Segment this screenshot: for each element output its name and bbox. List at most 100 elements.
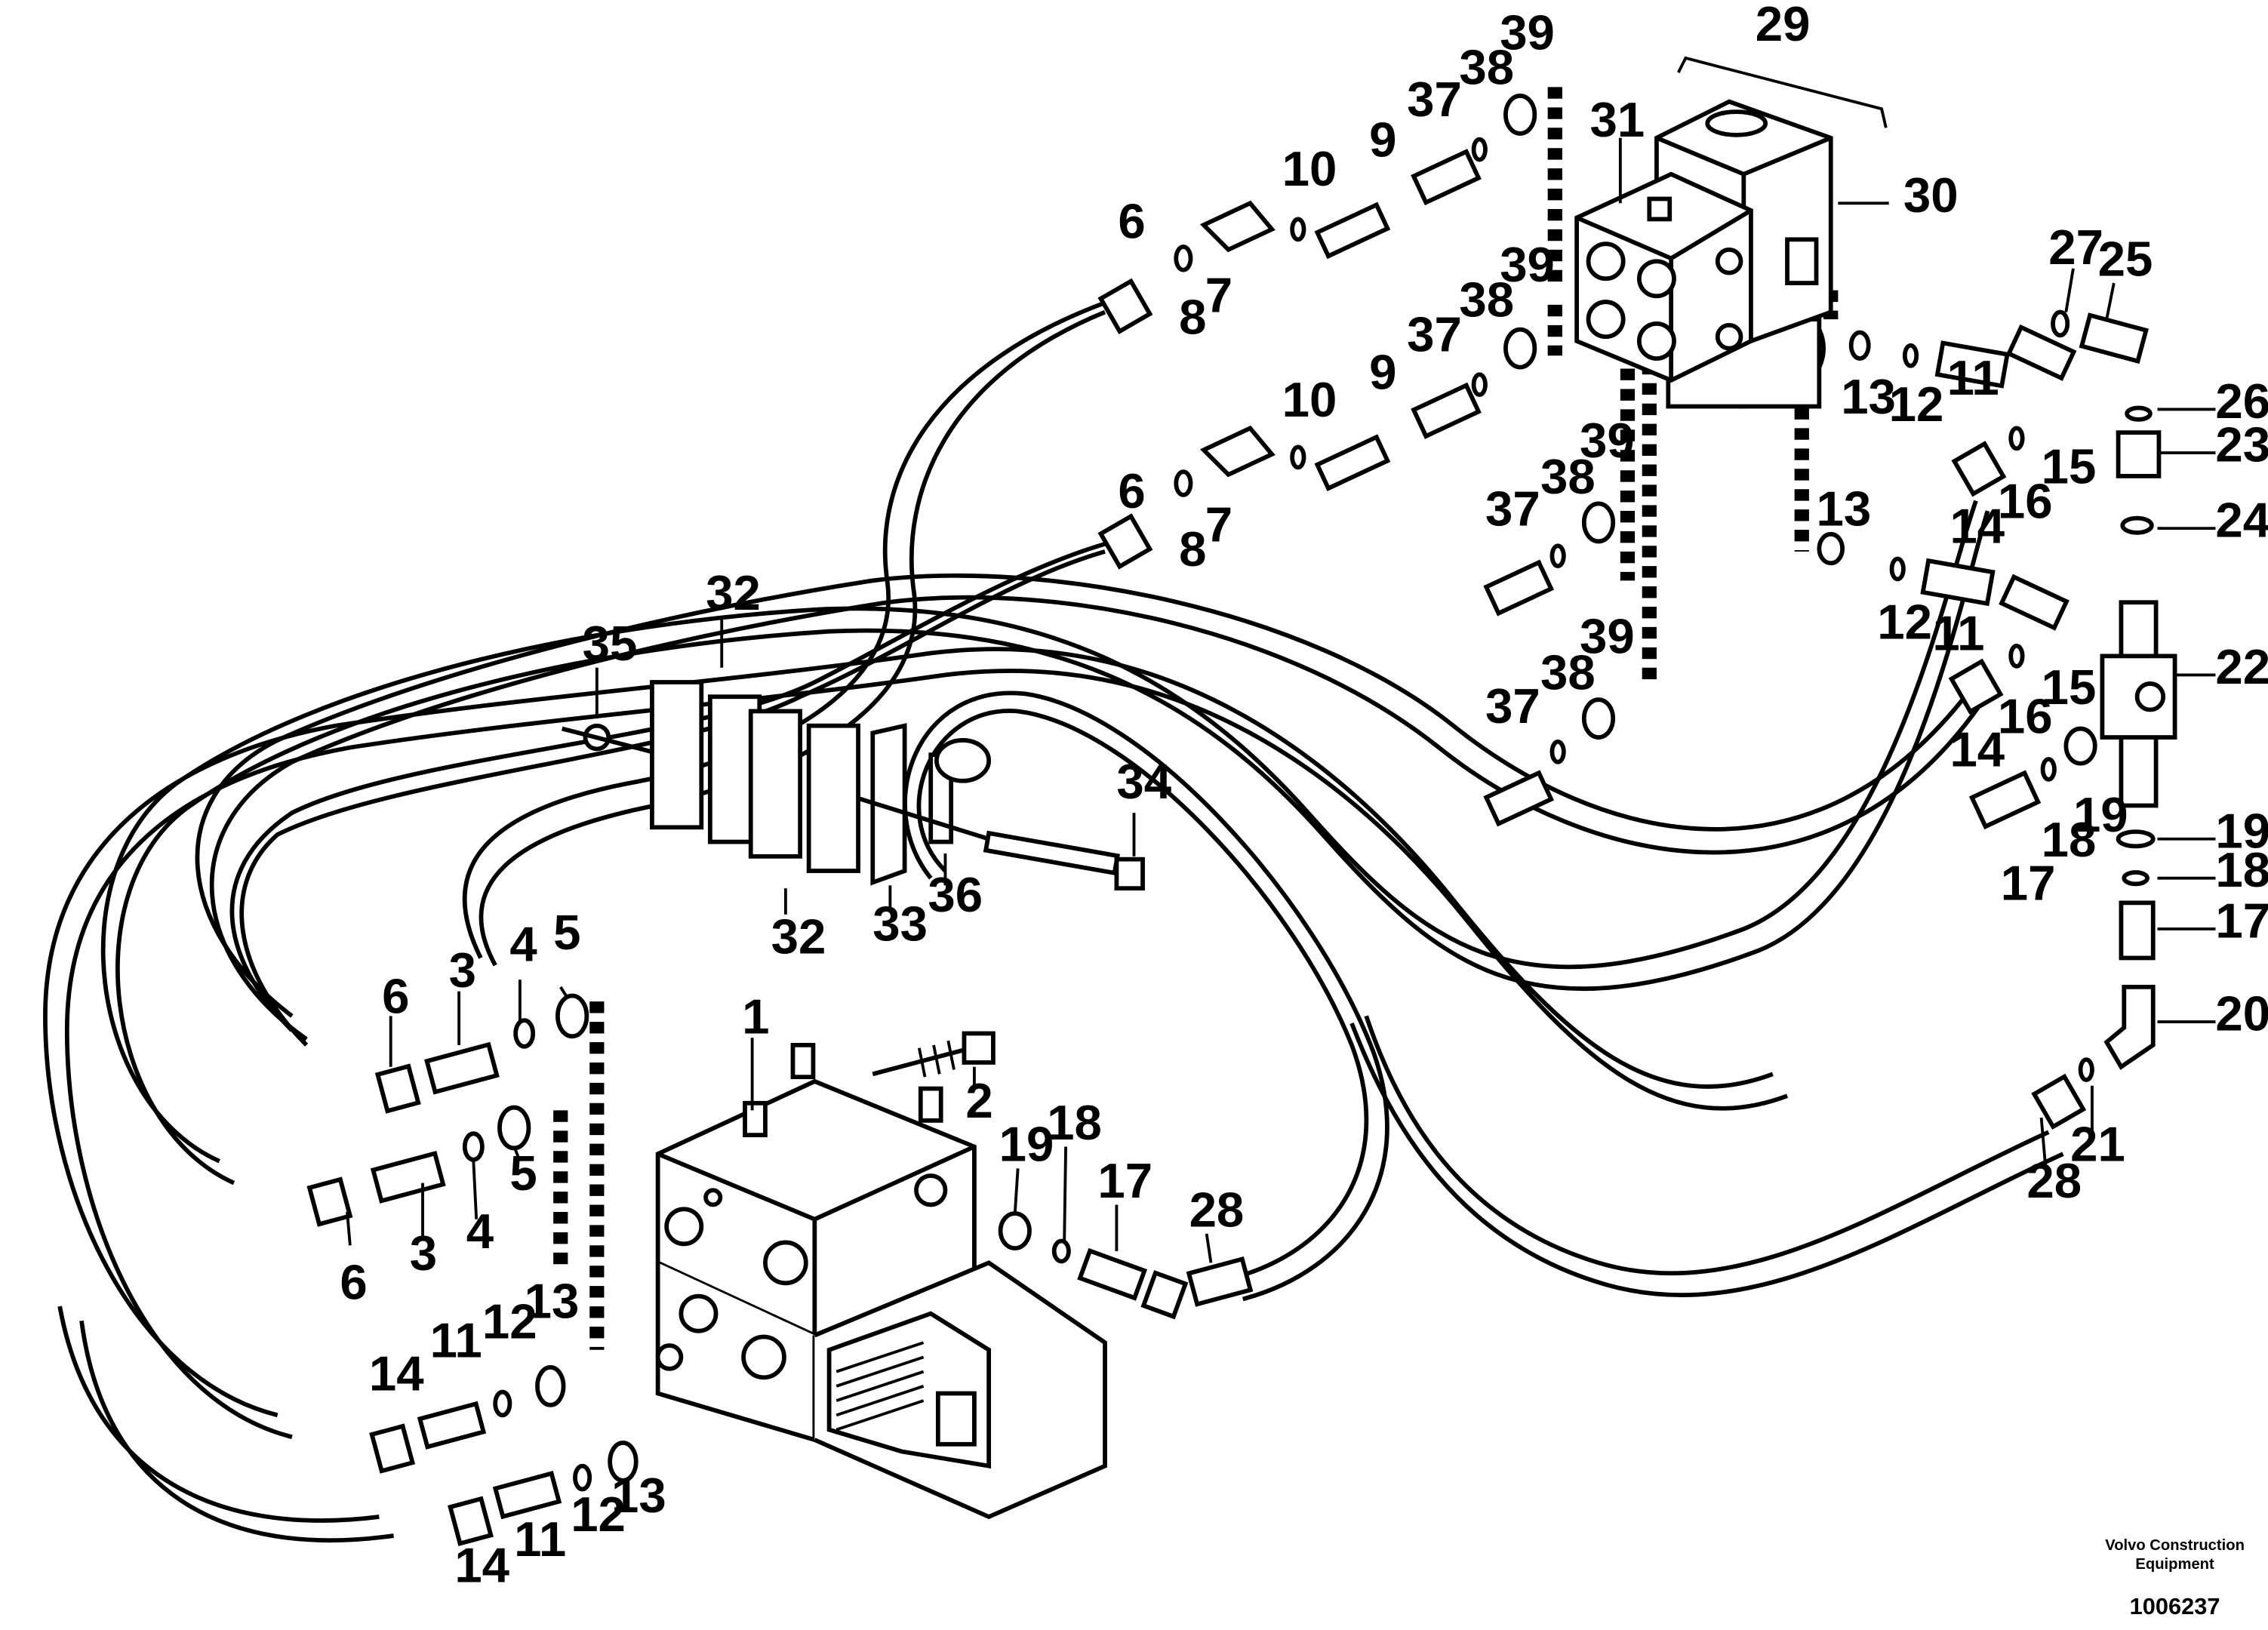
callout-39: 39 xyxy=(1500,237,1555,292)
callout-28: 28 xyxy=(2026,1153,2082,1208)
callout-17: 17 xyxy=(1097,1153,1152,1208)
drawing-number: 1006237 xyxy=(2130,1593,2220,1619)
hose-line xyxy=(1364,1015,2050,1276)
callout-6: 6 xyxy=(1118,193,1145,248)
callout-2: 2 xyxy=(965,1073,992,1128)
bolt-2 xyxy=(872,1031,996,1078)
callout-14: 14 xyxy=(1949,498,2005,553)
clamp-assembly xyxy=(561,680,1145,891)
callout-14: 14 xyxy=(369,1346,424,1401)
hose-line xyxy=(57,1306,380,1523)
callout-38: 38 xyxy=(1459,40,1514,95)
callout-37: 37 xyxy=(1485,481,1540,536)
hose-line xyxy=(1349,1022,2064,1297)
callout-8: 8 xyxy=(1179,521,1206,577)
callout-8: 8 xyxy=(1179,289,1206,344)
callout-37: 37 xyxy=(1407,72,1462,127)
callout-6: 6 xyxy=(1118,463,1145,518)
callout-36: 36 xyxy=(928,867,983,922)
callout-6: 6 xyxy=(340,1254,367,1309)
callout-32: 32 xyxy=(771,909,826,964)
callout-19: 19 xyxy=(2215,803,2268,858)
callout-11: 11 xyxy=(1947,350,1999,405)
callout-9: 9 xyxy=(1369,344,1396,399)
callout-7: 7 xyxy=(1205,268,1232,323)
callout-14: 14 xyxy=(1949,722,2005,777)
callout-9: 9 xyxy=(1369,112,1396,168)
credit-block: Volvo Construction Equipment 1006237 xyxy=(2105,1537,2245,1619)
hose-line xyxy=(903,690,1389,1302)
callout-37: 37 xyxy=(1485,678,1540,734)
callout-12: 12 xyxy=(571,1487,626,1542)
callout-33: 33 xyxy=(872,896,928,951)
callout-labels: 1 2 3 3 4 4 5 5 6 6 6 6 7 7 8 8 9 9 10 1… xyxy=(340,0,2268,1593)
callout-4: 4 xyxy=(466,1204,494,1259)
callout-39: 39 xyxy=(1580,609,1635,664)
callout-35: 35 xyxy=(583,616,638,671)
callout-11: 11 xyxy=(514,1512,566,1567)
callout-13: 13 xyxy=(611,1468,666,1523)
callout-18: 18 xyxy=(1047,1095,1102,1150)
callout-4: 4 xyxy=(509,916,537,971)
dashed-connectors xyxy=(553,87,1839,1350)
callout-1: 1 xyxy=(742,989,769,1044)
callout-10: 10 xyxy=(1282,372,1337,427)
callout-12: 12 xyxy=(1877,594,1932,649)
callout-28: 28 xyxy=(1189,1182,1245,1237)
callout-17: 17 xyxy=(2215,893,2268,949)
callout-21: 21 xyxy=(2070,1117,2125,1172)
callout-34: 34 xyxy=(1116,754,1171,809)
callout-18: 18 xyxy=(2042,812,2097,867)
hose-line xyxy=(209,595,1990,1041)
callout-11: 11 xyxy=(1932,606,1984,661)
callout-31: 31 xyxy=(1589,92,1645,147)
callout-22: 22 xyxy=(2215,639,2268,694)
callout-17: 17 xyxy=(2001,856,2056,911)
callout-18: 18 xyxy=(2215,842,2268,897)
callout-39: 39 xyxy=(1500,5,1555,60)
hose-line xyxy=(229,537,1120,1032)
callout-6: 6 xyxy=(382,969,409,1024)
callout-11: 11 xyxy=(430,1312,482,1367)
callout-5: 5 xyxy=(553,905,580,960)
hose-line xyxy=(100,500,1978,1164)
hose-line xyxy=(115,510,1990,1186)
callout-39: 39 xyxy=(1580,413,1635,468)
callout-3: 3 xyxy=(449,943,476,998)
callout-19: 19 xyxy=(999,1117,1054,1172)
leader-lines xyxy=(346,56,2216,1263)
company-name-line1: Volvo Construction xyxy=(2105,1537,2245,1554)
callout-38: 38 xyxy=(1540,645,1596,700)
hose-line xyxy=(239,549,1106,1047)
hose-line xyxy=(43,647,1774,1418)
callout-20: 20 xyxy=(2215,986,2268,1041)
callout-37: 37 xyxy=(1407,306,1462,361)
valve-block xyxy=(655,1042,1107,1520)
callout-29: 29 xyxy=(1756,0,1811,51)
callout-15: 15 xyxy=(2042,438,2097,494)
hose-line xyxy=(462,295,1121,959)
callout-38: 38 xyxy=(1459,272,1514,327)
hose-line xyxy=(79,1320,394,1543)
callout-13: 13 xyxy=(525,1273,580,1328)
callout-3: 3 xyxy=(410,1226,437,1281)
callout-19: 19 xyxy=(2073,787,2128,842)
callout-12: 12 xyxy=(482,1293,537,1349)
callout-30: 30 xyxy=(1903,168,1959,223)
callout-5: 5 xyxy=(509,1146,537,1201)
callout-14: 14 xyxy=(454,1538,509,1593)
callout-38: 38 xyxy=(1540,449,1596,504)
callout-7: 7 xyxy=(1205,497,1232,552)
callout-32: 32 xyxy=(706,565,761,620)
callout-16: 16 xyxy=(1998,688,2053,743)
company-name-line2: Equipment xyxy=(2135,1556,2214,1573)
callout-16: 16 xyxy=(1998,474,2053,529)
callout-13: 13 xyxy=(1817,481,1872,536)
hose-line xyxy=(479,309,1106,967)
callout-24: 24 xyxy=(2215,493,2268,548)
callout-12: 12 xyxy=(1889,377,1944,432)
fittings xyxy=(306,94,2177,1546)
callout-27: 27 xyxy=(2048,220,2103,275)
callout-25: 25 xyxy=(2098,231,2153,286)
